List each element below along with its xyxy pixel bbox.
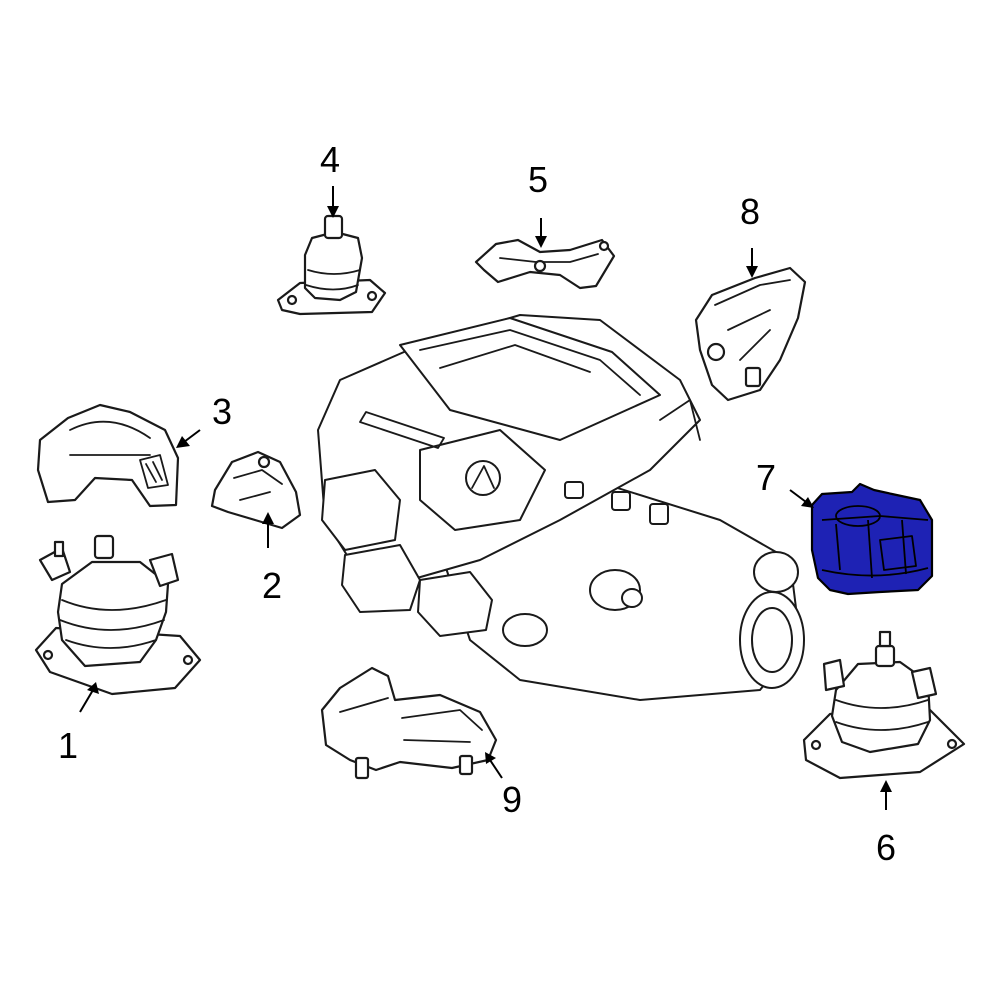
part-7-mount-highlighted[interactable] xyxy=(810,482,934,596)
callout-labels: 1 2 3 4 5 6 7 8 9 xyxy=(58,139,896,868)
callout-6: 6 xyxy=(876,827,896,868)
callout-8: 8 xyxy=(740,191,760,232)
part-2-bracket xyxy=(210,450,302,530)
callout-3: 3 xyxy=(212,391,232,432)
part-6-mount xyxy=(802,630,966,780)
part-3-mount xyxy=(36,403,180,508)
callout-4: 4 xyxy=(320,139,340,180)
engine-assembly xyxy=(317,314,805,701)
part-8-bracket xyxy=(694,266,807,402)
part-4-mount xyxy=(276,214,387,316)
callout-2: 2 xyxy=(262,565,282,606)
part-1-mount xyxy=(34,534,202,696)
part-9-mount xyxy=(320,666,498,780)
callout-1: 1 xyxy=(58,725,78,766)
callout-7: 7 xyxy=(756,457,776,498)
callout-arrows xyxy=(79,186,892,810)
part-5-bracket xyxy=(474,238,616,290)
callout-5: 5 xyxy=(528,159,548,200)
callout-9: 9 xyxy=(502,779,522,820)
